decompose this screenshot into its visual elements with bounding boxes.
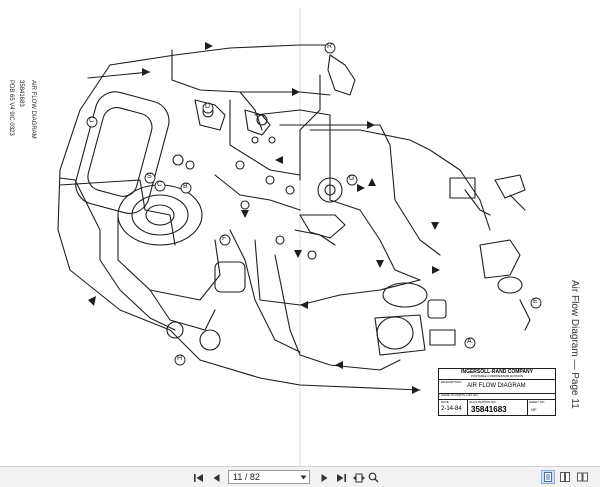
two-page-view-button[interactable] bbox=[575, 470, 589, 484]
title-of-label: OF bbox=[531, 407, 537, 412]
page-number-box[interactable] bbox=[228, 470, 310, 484]
side-number: 35841683 bbox=[18, 80, 24, 107]
title-illus-label: ILLUSTRATION NO. bbox=[469, 400, 497, 404]
next-page-button[interactable] bbox=[318, 471, 331, 484]
viewer-toolbar bbox=[0, 466, 600, 487]
side-code: PDB 65 V4 9/C 0323 bbox=[8, 80, 14, 136]
title-date-label: DATE bbox=[441, 400, 449, 404]
page-caption: Air Flow Diagram — Page 11 bbox=[569, 280, 580, 409]
two-page-icon bbox=[576, 472, 588, 482]
chevron-down-icon bbox=[300, 475, 306, 479]
callout-a: A bbox=[467, 338, 472, 345]
zoom-button[interactable] bbox=[367, 471, 380, 484]
callout-f: F bbox=[222, 235, 227, 242]
single-page-view-button[interactable] bbox=[541, 470, 555, 484]
prev-page-button[interactable] bbox=[210, 471, 223, 484]
callout-b: B bbox=[183, 183, 188, 190]
continuous-page-icon bbox=[560, 472, 570, 482]
callout-r: R bbox=[327, 43, 333, 50]
last-page-icon bbox=[337, 473, 346, 482]
callout-g: G bbox=[349, 175, 355, 182]
title-diagram: AIR FLOW DIAGRAM bbox=[467, 383, 526, 389]
callout-c2: C bbox=[157, 181, 163, 188]
fit-width-button[interactable] bbox=[352, 471, 365, 484]
title-made-label: MADE TO PARTS LIST NO. bbox=[441, 393, 479, 397]
last-page-button[interactable] bbox=[335, 471, 348, 484]
page-number-input[interactable] bbox=[229, 471, 297, 483]
page-dropdown-button[interactable] bbox=[297, 471, 309, 483]
side-title: AIR FLOW DIAGRAM bbox=[30, 80, 36, 139]
callout-h: H bbox=[177, 355, 183, 362]
title-block: INGERSOLL-RAND COMPANY PORTABLE COMPRESS… bbox=[438, 368, 556, 416]
title-sheet-label: SHEET NO. bbox=[529, 400, 546, 404]
title-desc-label: DESCRIPTION bbox=[441, 380, 462, 384]
fit-width-icon bbox=[352, 473, 365, 482]
continuous-view-button[interactable] bbox=[558, 470, 572, 484]
zoom-icon bbox=[368, 472, 379, 483]
callout-s: S bbox=[147, 173, 152, 180]
callout-d: D bbox=[205, 103, 211, 110]
title-number: 35841683 bbox=[471, 405, 507, 414]
next-page-icon bbox=[321, 473, 328, 482]
single-page-icon bbox=[544, 472, 552, 482]
document-page: R D C S C B F G A E H PDB 65 V4 9/C 0323… bbox=[8, 7, 580, 466]
callout-c: C bbox=[89, 117, 95, 124]
title-date: 2-14-84 bbox=[441, 406, 462, 412]
air-flow-diagram bbox=[57, 7, 542, 466]
callout-e: E bbox=[533, 298, 538, 305]
title-company: INGERSOLL-RAND COMPANY bbox=[461, 369, 533, 375]
prev-page-icon bbox=[213, 473, 220, 482]
title-company-sub: PORTABLE COMPRESSOR DIVISION bbox=[470, 374, 524, 378]
first-page-icon bbox=[194, 473, 203, 482]
first-page-button[interactable] bbox=[192, 471, 205, 484]
